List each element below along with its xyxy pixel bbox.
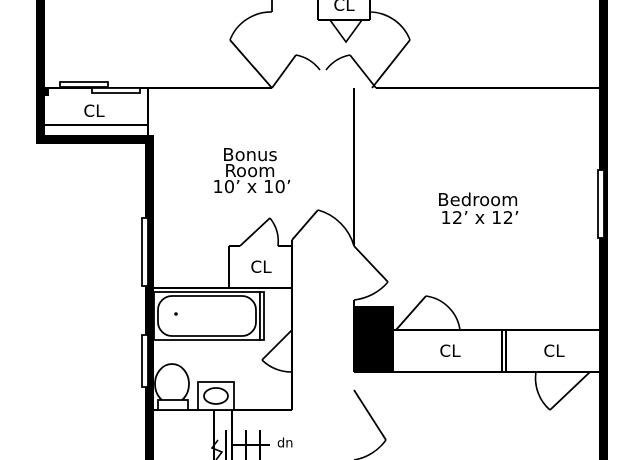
toilet-tank (157, 399, 189, 411)
window-right (597, 169, 605, 239)
closet-label-bedroom-left: CL (439, 342, 461, 362)
wall-left-lower (145, 135, 154, 460)
bonus-room-dimensions: 10’ x 10’ (212, 177, 291, 198)
chimney-block (354, 306, 394, 372)
closet-label-left: CL (83, 102, 105, 122)
bonus-room-name-line1: Bonus (222, 145, 278, 166)
wall-left-mid (36, 88, 45, 143)
doors (229, 0, 591, 460)
stairs (210, 410, 270, 460)
wall-left-ledge (36, 135, 154, 144)
bathtub-drain (174, 312, 178, 316)
bathroom-fixtures (153, 291, 265, 411)
bathtub-wall (259, 291, 265, 341)
wall-left-upper (36, 0, 45, 95)
bonus-room-name-line2: Room (224, 161, 275, 182)
window-left-lower (141, 334, 149, 388)
bedroom-name: Bedroom (437, 190, 518, 211)
window-left-upper (141, 217, 149, 287)
sink-basin (203, 387, 229, 405)
windows (59, 81, 605, 388)
closet-label-bonus: CL (250, 258, 272, 278)
bathtub-basin (157, 295, 257, 337)
sliding-door-lower (91, 87, 141, 94)
closet-label-top: CL (333, 0, 355, 16)
toilet-bowl (154, 363, 190, 405)
sliding-door-upper (59, 81, 109, 88)
bedroom-dimensions: 12’ x 12’ (440, 208, 519, 229)
closet-label-bedroom-right: CL (543, 342, 565, 362)
exterior-walls (36, 0, 608, 460)
stairs-down-label: dn (277, 437, 294, 452)
